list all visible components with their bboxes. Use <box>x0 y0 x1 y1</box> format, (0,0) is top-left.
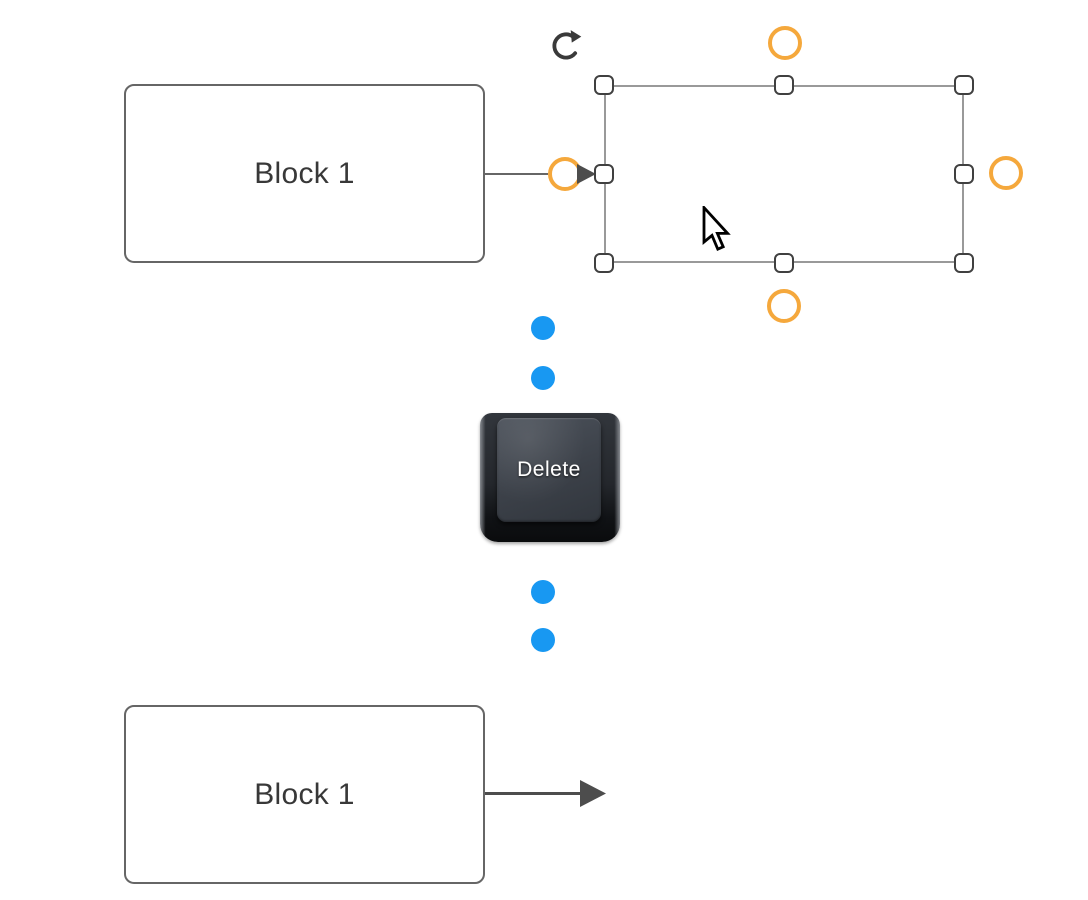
selection-handle-n[interactable] <box>774 75 794 95</box>
selection-handle-sw[interactable] <box>594 253 614 273</box>
connection-point-ring-right[interactable] <box>989 156 1023 190</box>
dangling-edge-arrowhead-icon <box>580 780 606 807</box>
selected-shape[interactable] <box>604 85 964 263</box>
source-block-after[interactable]: Block 1 <box>124 705 485 884</box>
connector-edge[interactable] <box>485 173 548 175</box>
source-block-before[interactable]: Block 1 <box>124 84 485 263</box>
connection-point-ring-edge[interactable] <box>548 157 582 191</box>
rotate-handle-icon[interactable] <box>549 28 585 64</box>
delete-key-top-face: Delete <box>497 418 601 522</box>
selection-handle-w[interactable] <box>594 164 614 184</box>
connector-arrowhead-icon <box>577 164 596 184</box>
selection-handle-se[interactable] <box>954 253 974 273</box>
delete-key: Delete <box>480 413 620 542</box>
source-block-label: Block 1 <box>254 156 355 190</box>
ellipsis-dot <box>531 316 555 340</box>
delete-key-label: Delete <box>517 458 581 481</box>
cursor-icon <box>702 206 731 252</box>
selection-handle-e[interactable] <box>954 164 974 184</box>
connection-point-ring-bottom[interactable] <box>767 289 801 323</box>
selection-handle-ne[interactable] <box>954 75 974 95</box>
selection-handle-nw[interactable] <box>594 75 614 95</box>
ellipsis-dot <box>531 366 555 390</box>
connection-point-ring-top[interactable] <box>768 26 802 60</box>
selection-handle-s[interactable] <box>774 253 794 273</box>
ellipsis-dot <box>531 628 555 652</box>
dangling-edge[interactable] <box>485 792 582 795</box>
source-block-label: Block 1 <box>254 777 355 811</box>
ellipsis-dot <box>531 580 555 604</box>
